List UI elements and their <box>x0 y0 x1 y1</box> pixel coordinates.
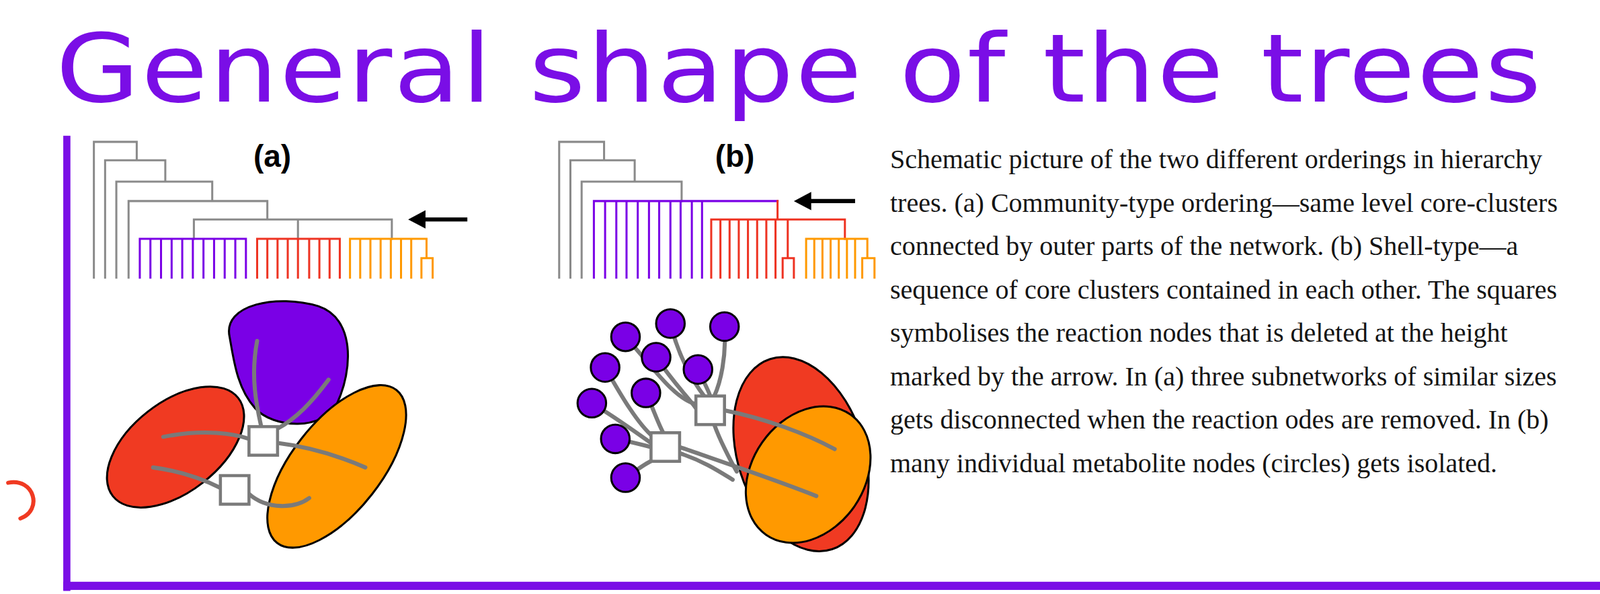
panel-label: (b) <box>715 139 755 174</box>
frame <box>8 135 1600 591</box>
network-a-part <box>229 301 349 424</box>
tree-b-part <box>559 141 682 278</box>
tree-a-part <box>94 141 392 278</box>
frame-part <box>63 135 71 591</box>
arrow-b <box>793 191 856 210</box>
arrow-a-part <box>408 210 426 229</box>
network-b-part <box>650 432 680 461</box>
frame-part <box>63 581 1600 590</box>
network-a-part-part <box>153 467 221 488</box>
network-b-part-part <box>656 309 686 338</box>
network-a-part-part <box>277 379 329 429</box>
arrow-b-part <box>793 191 812 210</box>
network-a-part <box>220 475 250 504</box>
network-a-part-part <box>163 432 250 439</box>
network-b-part-part <box>611 463 640 492</box>
network-b-part-part <box>590 352 620 382</box>
network-b-part-part <box>683 354 712 384</box>
network-b-part-part <box>642 342 671 372</box>
slide-title: General shape of the trees <box>55 14 1543 124</box>
frame-part <box>8 482 34 519</box>
network-b-part-part <box>611 322 640 351</box>
tree-a-part <box>350 238 433 278</box>
tree-a-part <box>257 238 341 278</box>
network-b-part-part <box>679 447 817 497</box>
network-a-part <box>248 426 278 455</box>
network-a-part-part <box>277 442 366 467</box>
tree-a-part <box>139 238 247 278</box>
network-a-part-part <box>248 493 310 506</box>
arrow-a <box>408 210 468 229</box>
tree-b-part <box>593 201 778 278</box>
arrow-a-part <box>420 217 468 222</box>
panel-label: (a) <box>253 139 292 174</box>
network-b-part <box>577 309 739 493</box>
caption-text: Schematic picture of the two different o… <box>890 137 1583 485</box>
network-b-part-part <box>631 378 661 407</box>
network-b-part-part <box>709 311 739 341</box>
tree-b-part <box>806 238 875 278</box>
network-b-part-part <box>724 410 835 450</box>
network-a <box>85 301 433 571</box>
network-b-part-part <box>601 424 630 453</box>
network-b-part <box>695 395 725 425</box>
network-a-part <box>153 340 366 506</box>
network-b-part <box>720 381 897 567</box>
network-b-part-part <box>679 453 733 480</box>
network-b-part-part <box>577 388 607 417</box>
network-b <box>577 309 897 569</box>
network-a-part-part <box>254 340 262 427</box>
network-a-part <box>85 362 267 532</box>
arrow-b-part <box>806 198 856 204</box>
network-a-part <box>241 362 432 571</box>
